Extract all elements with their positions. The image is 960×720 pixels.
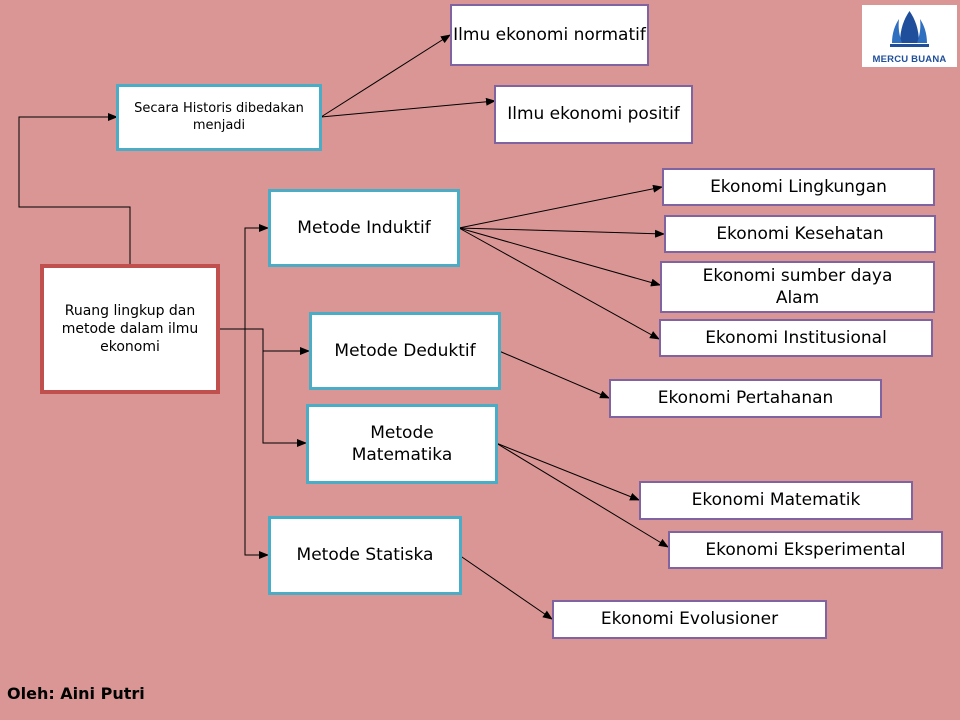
connector-deduktif-pertahanan <box>498 350 610 399</box>
node-ilmu-ekonomi-positif: Ilmu ekonomi positif <box>494 85 693 144</box>
historis-node: Secara Historis dibedakan menjadi <box>116 84 322 151</box>
node-ekonomi-sumber-daya-alam: Ekonomi sumber daya Alam <box>660 261 935 313</box>
node-ilmu-ekonomi-normatif: Ilmu ekonomi normatif <box>450 4 649 66</box>
method-deduktif: Metode Deduktif <box>309 312 501 390</box>
connector-induktif-sumberdaya <box>458 227 661 287</box>
connector-root-deduktif <box>218 328 310 355</box>
node-ekonomi-evolusioner: Ekonomi Evolusioner <box>552 600 827 639</box>
node-ekonomi-matematik: Ekonomi Matematik <box>639 481 913 520</box>
connector-historis-normatif <box>320 34 451 118</box>
connector-statiska-evolusioner <box>458 554 553 620</box>
method-matematika: Metode Matematika <box>306 404 498 484</box>
root-node: Ruang lingkup dan metode dalam ilmu ekon… <box>40 264 220 394</box>
connector-induktif-kesehatan <box>458 227 665 238</box>
connector-matematika-eksperimental <box>495 442 669 548</box>
method-induktif: Metode Induktif <box>268 189 460 267</box>
university-logo: MERCU BUANA <box>862 5 957 67</box>
node-ekonomi-lingkungan: Ekonomi Lingkungan <box>662 168 935 206</box>
connector-root-induktif <box>218 224 269 330</box>
connector-matematika-matematik <box>495 442 640 501</box>
connector-historis-positif <box>320 97 496 118</box>
connector-induktif-institusional <box>458 227 660 340</box>
connector-root-historis <box>18 113 131 265</box>
node-ekonomi-eksperimental: Ekonomi Eksperimental <box>668 531 943 569</box>
node-ekonomi-pertahanan: Ekonomi Pertahanan <box>609 379 882 418</box>
connector-root-matematika <box>262 351 307 447</box>
mercu-buana-emblem-icon <box>890 11 929 47</box>
connector-induktif-lingkungan <box>458 184 663 229</box>
connector-root-statiska <box>244 329 269 559</box>
node-ekonomi-institusional: Ekonomi Institusional <box>659 319 933 357</box>
author-credit: Oleh: Aini Putri <box>7 684 145 703</box>
node-ekonomi-kesehatan: Ekonomi Kesehatan <box>664 215 936 253</box>
logo-text: MERCU BUANA <box>872 54 947 65</box>
method-statiska: Metode Statiska <box>268 516 462 595</box>
